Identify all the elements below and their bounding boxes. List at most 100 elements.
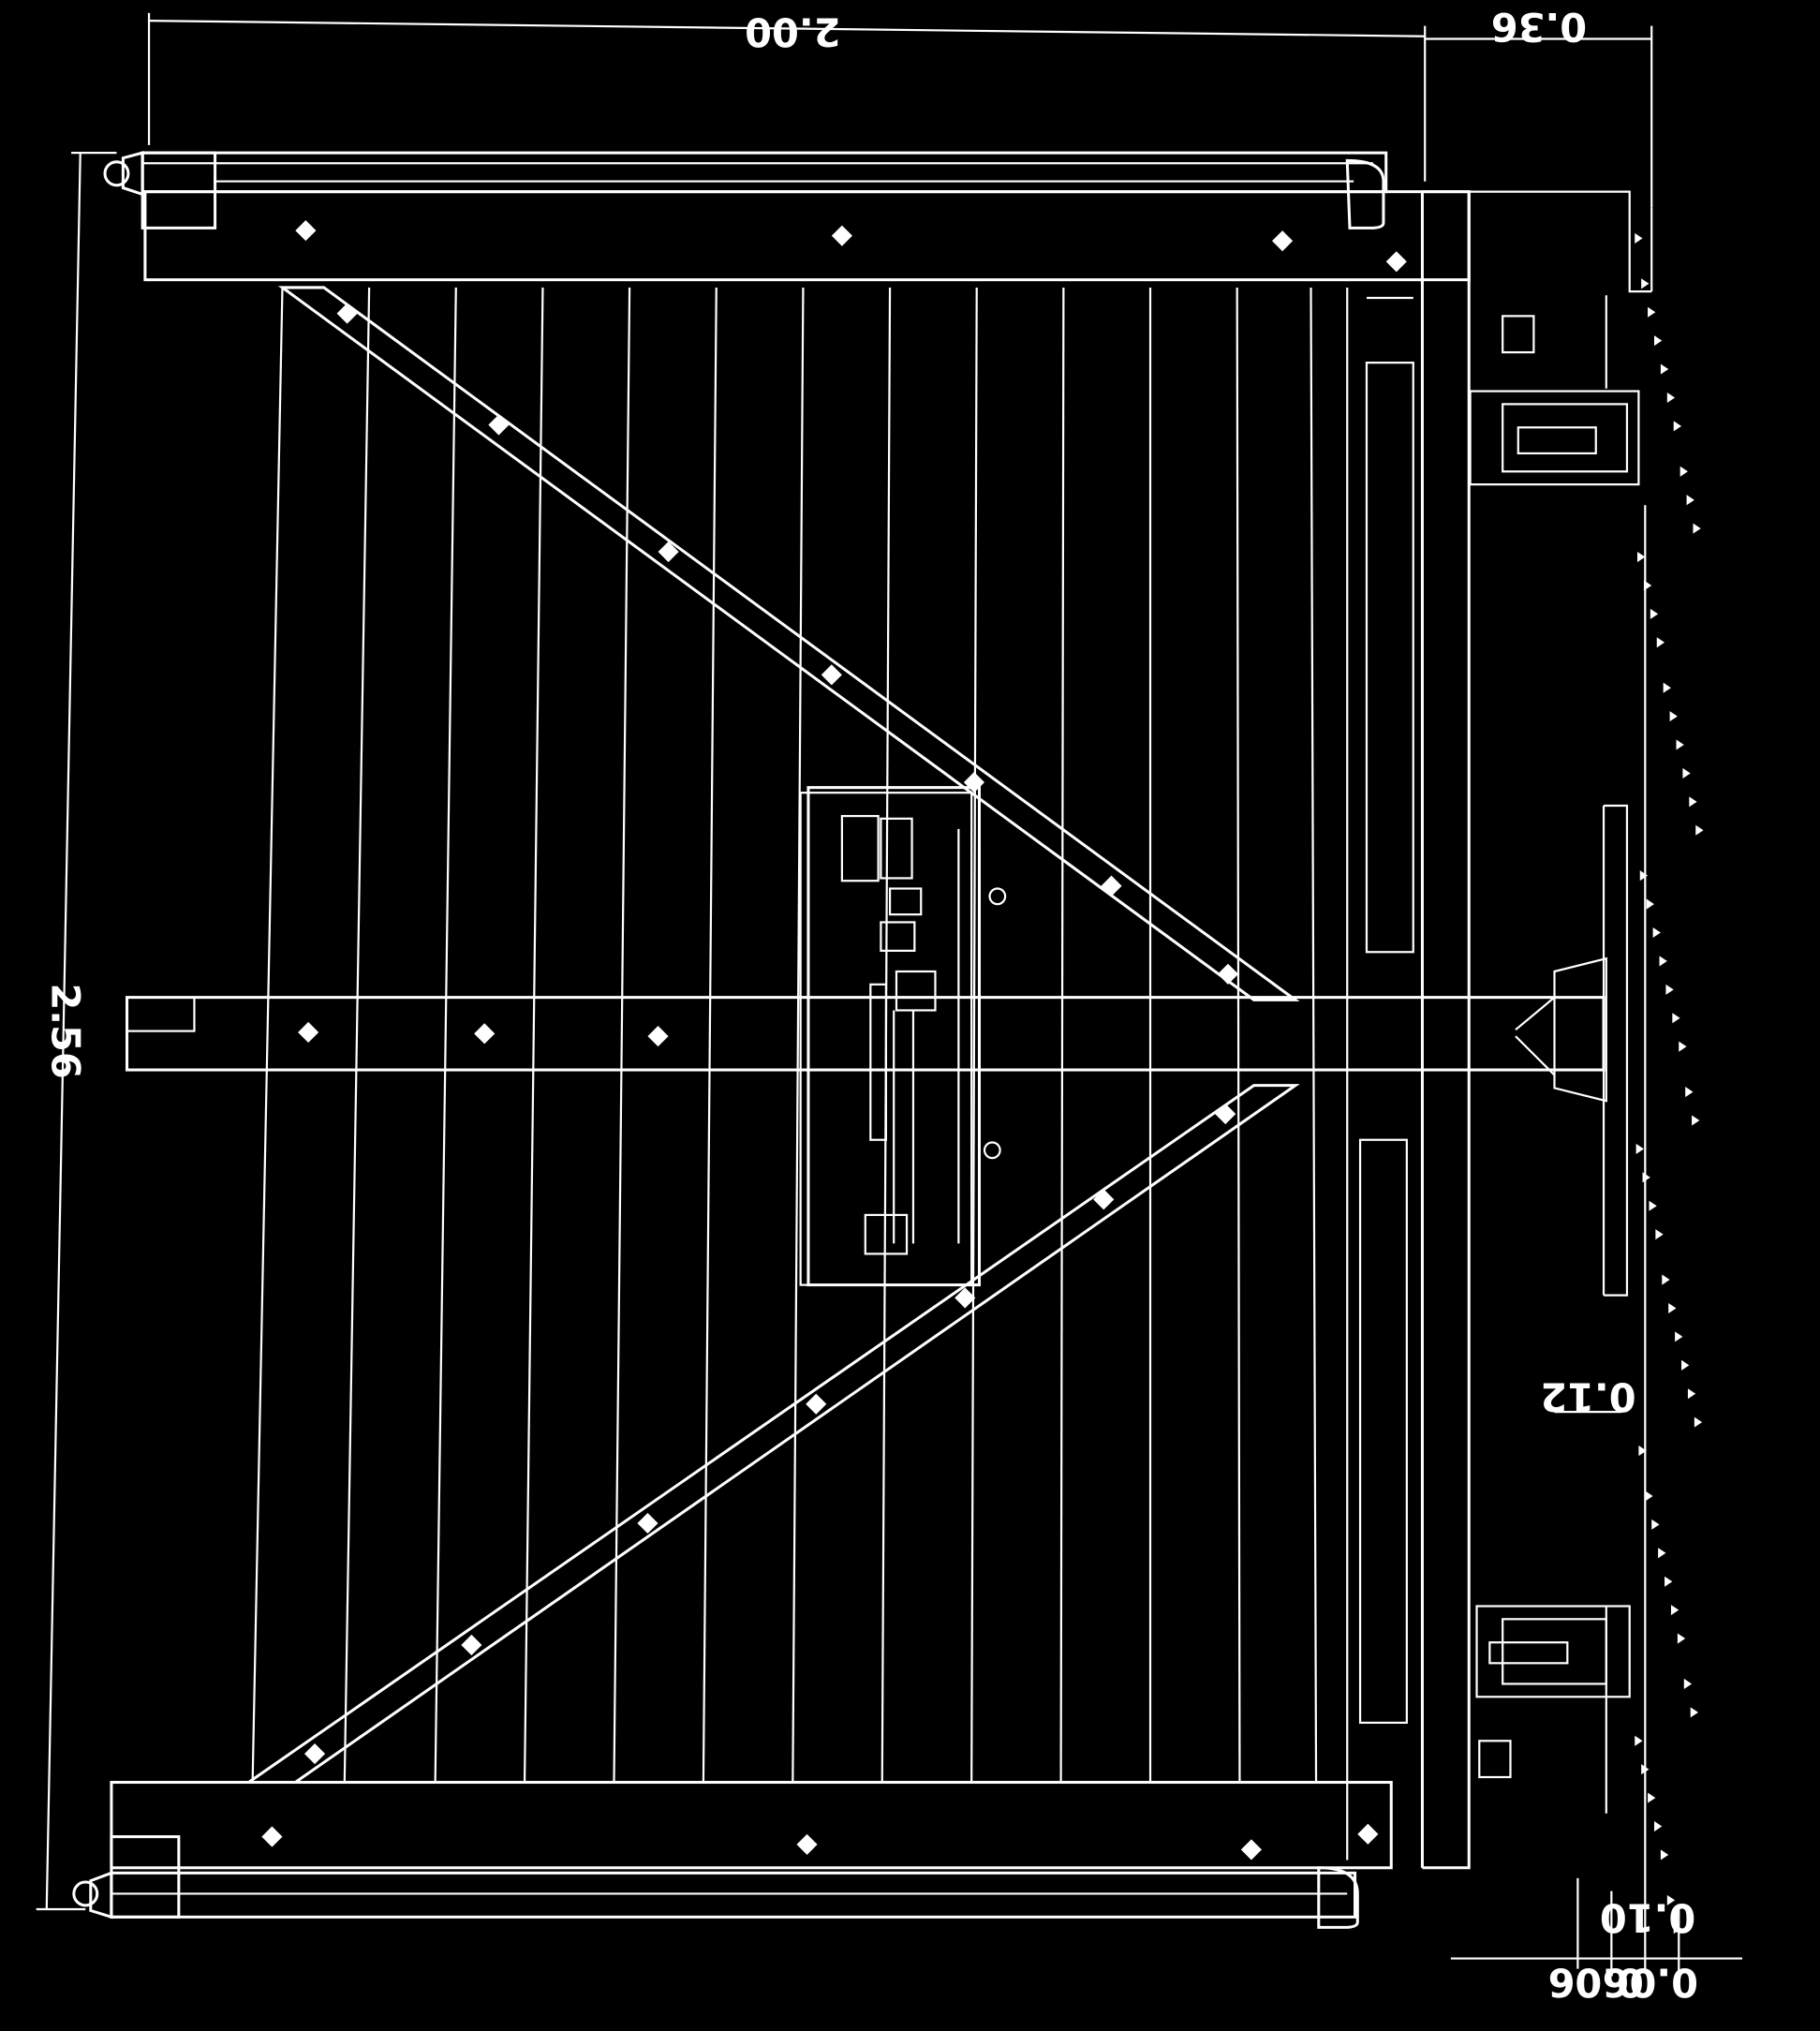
diagonal-braces — [244, 286, 1300, 1785]
bolt-marker — [303, 1743, 326, 1765]
bolt-marker — [821, 664, 842, 686]
ground-aggregate-mark — [1685, 1087, 1694, 1098]
bolt-marker — [796, 1833, 818, 1855]
ground-aggregate-mark — [1638, 1445, 1647, 1457]
bolt-marker — [806, 1393, 827, 1415]
ground-aggregate-mark — [1692, 1115, 1700, 1126]
bolt-marker — [647, 1026, 669, 1047]
ground-aggregate-mark — [1655, 1229, 1664, 1240]
ground-aggregate-mark — [1653, 1821, 1663, 1832]
bolt-marker — [637, 1512, 658, 1534]
control-box — [799, 786, 1007, 1287]
bolt-marker — [658, 541, 679, 563]
ground-aggregate-mark — [1686, 495, 1694, 506]
bolt-marker — [474, 1023, 496, 1045]
dimension-lines — [36, 12, 1743, 1979]
bolt-marker — [963, 772, 985, 793]
ground-aggregate-mark — [1648, 1792, 1656, 1803]
ground-aggregate-mark — [1641, 1764, 1650, 1775]
bolt-marker — [1272, 230, 1294, 252]
dim-height: 2.56 — [42, 983, 88, 1078]
dim-bottom-b: 0.06 — [1548, 1960, 1644, 2006]
ground-aggregate-mark — [1689, 796, 1697, 808]
bolt-marker — [1240, 1839, 1262, 1861]
ground-hatch — [1635, 232, 1704, 1935]
ground-aggregate-mark — [1660, 1849, 1669, 1861]
bolt-marker — [831, 225, 852, 246]
ground-aggregate-mark — [1687, 1388, 1696, 1400]
dim-top-right: 0.36 — [1491, 4, 1587, 50]
ground-aggregate-mark — [1648, 306, 1656, 318]
right-post-hardware — [1425, 190, 1653, 1969]
dim-gap-right: 0.12 — [1540, 1374, 1635, 1420]
ground-aggregate-mark — [1639, 870, 1649, 882]
bolt-marker — [1215, 1104, 1236, 1125]
ground-aggregate-mark — [1662, 1274, 1670, 1285]
bolt-marker — [1357, 1823, 1379, 1845]
ground-aggregate-mark — [1650, 608, 1659, 619]
ground-aggregate-mark — [1673, 421, 1682, 432]
ground-aggregate-mark — [1659, 956, 1667, 967]
ground-aggregate-mark — [1666, 392, 1676, 404]
bolt-marker — [261, 1826, 283, 1847]
ground-aggregate-mark — [1653, 335, 1663, 347]
ground-aggregate-mark — [1663, 682, 1671, 693]
ground-aggregate-mark — [1665, 1576, 1673, 1587]
bolt-marker — [461, 1634, 482, 1656]
bolt-markers — [261, 220, 1407, 1861]
dim-bottom-c: 0.06 — [1603, 1960, 1698, 2006]
ground-aggregate-mark — [1635, 1143, 1644, 1154]
ground-aggregate-mark — [1658, 1548, 1666, 1559]
bottom-hinge-rail — [72, 1835, 1359, 1929]
ground-aggregate-mark — [1641, 278, 1650, 289]
dimension-labels: 2.00 0.36 2.56 0.12 0.10 0.06 0.06 — [42, 4, 1698, 2006]
ground-aggregate-mark — [1665, 984, 1674, 995]
ground-aggregate-mark — [1693, 523, 1701, 534]
ground-aggregate-mark — [1676, 739, 1684, 750]
ground-aggregate-mark — [1666, 1894, 1676, 1905]
ground-aggregate-mark — [1694, 1416, 1703, 1428]
bolt-marker — [298, 1021, 319, 1044]
ground-aggregate-mark — [1643, 580, 1652, 591]
ground-aggregate-mark — [1646, 898, 1654, 910]
ground-aggregate-mark — [1683, 1678, 1693, 1689]
ground-aggregate-mark — [1681, 1359, 1690, 1371]
bolt-marker — [488, 414, 510, 436]
bolt-marker — [295, 220, 317, 242]
ground-aggregate-mark — [1635, 232, 1643, 244]
ground-aggregate-mark — [1668, 1302, 1677, 1314]
bolt-marker — [1101, 875, 1122, 897]
ground-aggregate-mark — [1682, 767, 1691, 778]
ground-aggregate-mark — [1673, 1923, 1682, 1935]
ground-aggregate-mark — [1649, 1200, 1657, 1211]
gate-boards — [251, 287, 1349, 1861]
bolt-marker — [1093, 1189, 1115, 1210]
dim-bottom-a: 0.10 — [1600, 1895, 1695, 1941]
ground-aggregate-mark — [1637, 552, 1646, 563]
bolt-marker — [954, 1287, 976, 1309]
top-hinge-rail — [103, 151, 1388, 230]
ground-aggregate-mark — [1679, 466, 1688, 477]
ground-aggregate-mark — [1652, 927, 1661, 939]
ground-aggregate-mark — [1679, 1041, 1687, 1052]
middle-rail — [126, 804, 1629, 1297]
ground-aggregate-mark — [1645, 1490, 1653, 1502]
ground-aggregate-mark — [1670, 1605, 1679, 1616]
ground-aggregate-mark — [1677, 1633, 1686, 1644]
dim-top-width: 2.00 — [745, 8, 840, 54]
bolt-marker — [336, 303, 358, 324]
bolt-marker — [1385, 251, 1407, 273]
ground-aggregate-mark — [1672, 1013, 1680, 1024]
ground-aggregate-mark — [1675, 1331, 1683, 1342]
ground-aggregate-mark — [1635, 1735, 1643, 1746]
ground-aggregate-mark — [1669, 711, 1678, 722]
ground-aggregate-mark — [1695, 824, 1704, 836]
ground-aggregate-mark — [1642, 1172, 1650, 1183]
ground-aggregate-mark — [1690, 1707, 1699, 1718]
ground-aggregate-mark — [1660, 363, 1669, 375]
bolt-marker — [1217, 963, 1239, 985]
ground-aggregate-mark — [1656, 637, 1665, 648]
ground-aggregate-mark — [1651, 1519, 1660, 1530]
